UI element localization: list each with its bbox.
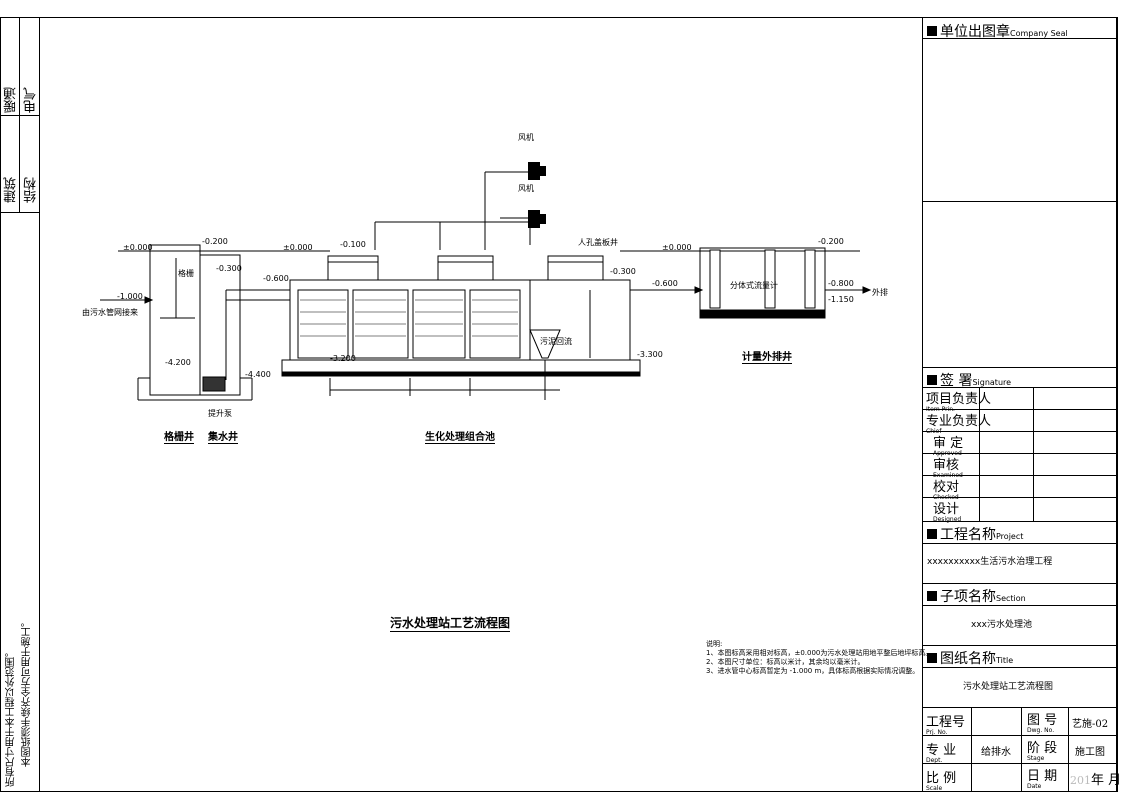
unit-title-bio-tank: 生化处理组合池 xyxy=(425,428,495,444)
signature-header: 签 署Signature xyxy=(927,370,1011,390)
strip-note-1: 本图纸须手续齐全方可用于施工。 xyxy=(22,617,33,767)
elevation-mark: -0.800 xyxy=(828,279,854,288)
elevation-mark: -1.150 xyxy=(828,295,854,304)
unit-title-metering: 计量外排井 xyxy=(742,348,792,364)
elevation-mark: ±0.000 xyxy=(123,243,153,252)
project-name: xxxxxxxxxx生活污水治理工程 xyxy=(927,557,1053,567)
project-header: 工程名称Project xyxy=(927,524,1023,544)
grille-label: 格栅 xyxy=(178,269,194,278)
subitem-header: 子项名称Section xyxy=(927,586,1026,606)
elevation-mark: -3.200 xyxy=(330,354,356,363)
elevation-mark: -0.100 xyxy=(340,240,366,249)
elevation-mark: -4.200 xyxy=(165,358,191,367)
left-strip: 暖通 电气 建筑 结构 本图纸须手续齐全方可用于施工。 所有尺寸用于本工程以外范… xyxy=(0,17,40,792)
manhole-label: 人孔盖板井 xyxy=(578,238,618,247)
drawing-frame xyxy=(0,17,1118,792)
stage-value: 施工图 xyxy=(1075,747,1105,758)
strip-note-2: 所有尺寸用于本工程以外范围。 xyxy=(6,647,17,787)
unit-title-grille: 格栅井 xyxy=(164,428,194,444)
note-line: 3、进水管中心标高暂定为 -1.000 m，具体标高根据实际情况调整。 xyxy=(706,667,920,675)
elevation-mark: -3.300 xyxy=(637,350,663,359)
elevation-mark: -1.000 xyxy=(117,292,143,301)
process-diagram xyxy=(100,162,872,401)
date-value: 201年 月 xyxy=(1070,773,1121,788)
elevation-mark: -0.600 xyxy=(652,279,678,288)
drawing-name: 污水处理站工艺流程图 xyxy=(963,682,1054,692)
note-line: 1、本图标高采用相对标高，±0.000为污水处理站用地平整后地坪标高。 xyxy=(706,649,933,657)
drawing-header: 图纸名称Title xyxy=(927,648,1013,668)
elevation-mark: ±0.000 xyxy=(662,243,692,252)
elevation-mark: -0.200 xyxy=(818,237,844,246)
elevation-mark: -0.600 xyxy=(263,274,289,283)
elevation-mark: -0.200 xyxy=(202,237,228,246)
elevation-mark: -4.400 xyxy=(245,370,271,379)
elevation-mark: -0.300 xyxy=(610,267,636,276)
diagram-title: 污水处理站工艺流程图 xyxy=(390,616,511,632)
discipline-hvac: 暖通 xyxy=(4,87,19,113)
elevation-mark: -0.300 xyxy=(216,264,242,273)
inlet-label: 由污水管网接来 xyxy=(82,308,138,317)
discipline-architecture: 建筑 xyxy=(4,177,19,203)
outlet-label: 外排 xyxy=(872,288,888,297)
fan-label-1: 风机 xyxy=(518,133,534,142)
discipline-electrical: 电气 xyxy=(24,87,39,113)
notes: 说明: 1、本图标高采用相对标高，±0.000为污水处理站用地平整后地坪标高。 … xyxy=(706,640,932,676)
sludge-label: 污泥回流 xyxy=(540,337,572,346)
discipline-value: 给排水 xyxy=(981,747,1011,758)
company-seal-header: 单位出图章Company Seal xyxy=(927,21,1068,41)
elevation-mark: ±0.000 xyxy=(283,243,313,252)
lift-pump-label: 提升泵 xyxy=(208,409,232,418)
unit-title-sump: 集水井 xyxy=(208,428,238,444)
fan-label-2: 风机 xyxy=(518,184,534,193)
subitem-name: xxx污水处理池 xyxy=(971,620,1032,630)
drawing-no-value: 艺施-02 xyxy=(1072,719,1109,730)
flowmeter-label: 分体式流量计 xyxy=(730,281,778,290)
discipline-structure: 结构 xyxy=(24,177,39,203)
note-line: 2、本图尺寸单位：标高以米计，其余均以毫米计。 xyxy=(706,658,865,666)
notes-heading: 说明: xyxy=(706,640,723,648)
